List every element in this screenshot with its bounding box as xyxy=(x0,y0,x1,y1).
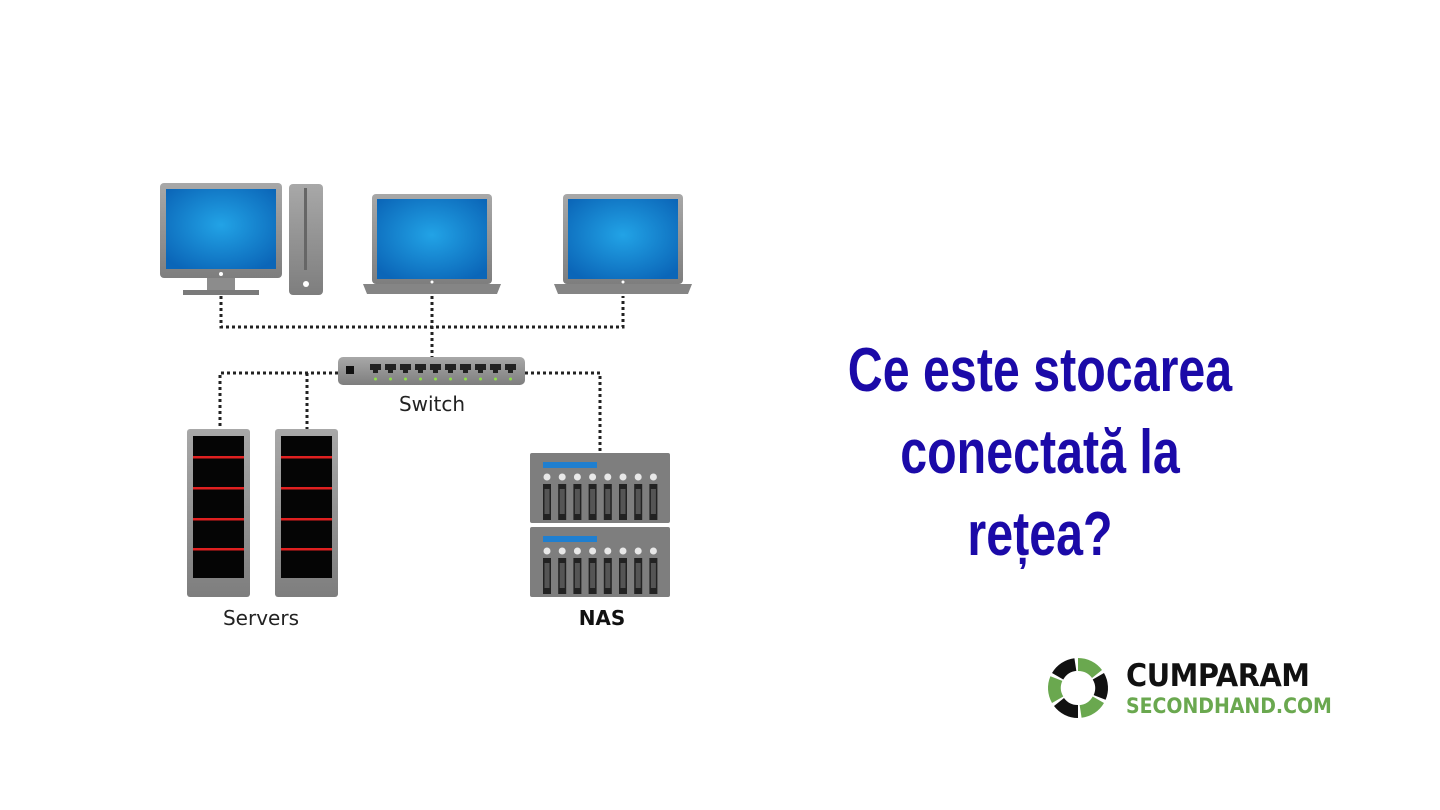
port-led xyxy=(479,377,482,381)
nas-led xyxy=(604,473,612,481)
servers-label: Servers xyxy=(223,606,299,630)
brand-logo[interactable]: CUMPARAM SECONDHAND.COM xyxy=(1040,650,1370,725)
nas-led xyxy=(649,547,657,555)
nas-drive-face xyxy=(620,563,626,588)
port-led xyxy=(494,377,497,381)
port-led xyxy=(404,377,407,381)
ethernet-port xyxy=(370,364,381,373)
server-stripe xyxy=(193,548,244,551)
server-stripe xyxy=(193,518,244,521)
ethernet-port xyxy=(445,364,456,373)
desktop-computer-icon xyxy=(160,183,323,295)
nas-led xyxy=(558,547,566,555)
logo-blade xyxy=(1054,698,1078,718)
server-stripe xyxy=(281,487,332,490)
server-stripe xyxy=(281,518,332,521)
nas-led xyxy=(634,473,642,481)
nas-display xyxy=(543,536,597,542)
nas-icon xyxy=(530,453,670,597)
nas-drive-face xyxy=(605,489,611,514)
switch-label: Switch xyxy=(399,392,465,416)
ethernet-port xyxy=(505,364,516,373)
port-led xyxy=(374,377,377,381)
nas-drive-face xyxy=(574,489,580,514)
connection-lines xyxy=(218,296,625,453)
server-panel xyxy=(193,436,244,578)
nas-drive-face xyxy=(635,563,641,588)
nas-drive-face xyxy=(559,563,565,588)
logo-blade xyxy=(1048,676,1064,703)
logo-blade xyxy=(1092,673,1108,700)
logo-swirl-icon xyxy=(1048,658,1108,718)
nas-drive-face xyxy=(620,489,626,514)
network-switch-icon xyxy=(338,357,525,385)
nas-led xyxy=(649,473,657,481)
nas-led xyxy=(543,473,551,481)
server-stripe xyxy=(281,456,332,459)
laptop-icon xyxy=(554,194,692,294)
server-stripe xyxy=(193,487,244,490)
nas-drive-face xyxy=(650,563,656,588)
logo-text-secondary: SECONDHAND.COM xyxy=(1126,694,1332,718)
ethernet-port xyxy=(460,364,471,373)
nas-led xyxy=(543,547,551,555)
laptop-icon xyxy=(363,194,501,294)
server-stripe xyxy=(281,548,332,551)
nas-drive-face xyxy=(559,489,565,514)
title-line-1: Ce este stocarea xyxy=(847,336,1233,405)
nas-drive-face xyxy=(590,563,596,588)
nas-led xyxy=(619,547,627,555)
server-stripe xyxy=(193,456,244,459)
nas-label: NAS xyxy=(579,606,626,630)
nas-drive-face xyxy=(544,489,550,514)
nas-led xyxy=(589,547,597,555)
nas-led xyxy=(573,547,581,555)
port-led xyxy=(419,377,422,381)
ethernet-port xyxy=(385,364,396,373)
logo-blade xyxy=(1052,658,1077,680)
nas-drive-face xyxy=(605,563,611,588)
power-port xyxy=(346,366,354,374)
logo-text-primary: CUMPARAM xyxy=(1126,658,1310,694)
nas-led xyxy=(634,547,642,555)
port-led xyxy=(389,377,392,381)
page-title: Ce este stocarea conectată la rețea? xyxy=(822,330,1259,576)
nas-drive-face xyxy=(635,489,641,514)
nas-led xyxy=(619,473,627,481)
port-led xyxy=(449,377,452,381)
nas-drive-face xyxy=(574,563,580,588)
ethernet-port xyxy=(415,364,426,373)
title-line-2: conectată la rețea? xyxy=(900,418,1180,569)
nas-drive-face xyxy=(650,489,656,514)
ethernet-port xyxy=(490,364,501,373)
nas-led xyxy=(604,547,612,555)
logo-blade xyxy=(1079,696,1104,718)
port-led xyxy=(464,377,467,381)
port-led xyxy=(434,377,437,381)
nas-display xyxy=(543,462,597,468)
ethernet-port xyxy=(475,364,486,373)
nas-led xyxy=(558,473,566,481)
server-panel xyxy=(281,436,332,578)
ethernet-port xyxy=(430,364,441,373)
ethernet-port xyxy=(400,364,411,373)
logo-blade xyxy=(1078,658,1102,678)
nas-led xyxy=(589,473,597,481)
nas-drive-face xyxy=(590,489,596,514)
port-led xyxy=(509,377,512,381)
servers-icon xyxy=(187,429,338,597)
nas-led xyxy=(573,473,581,481)
nas-drive-face xyxy=(544,563,550,588)
